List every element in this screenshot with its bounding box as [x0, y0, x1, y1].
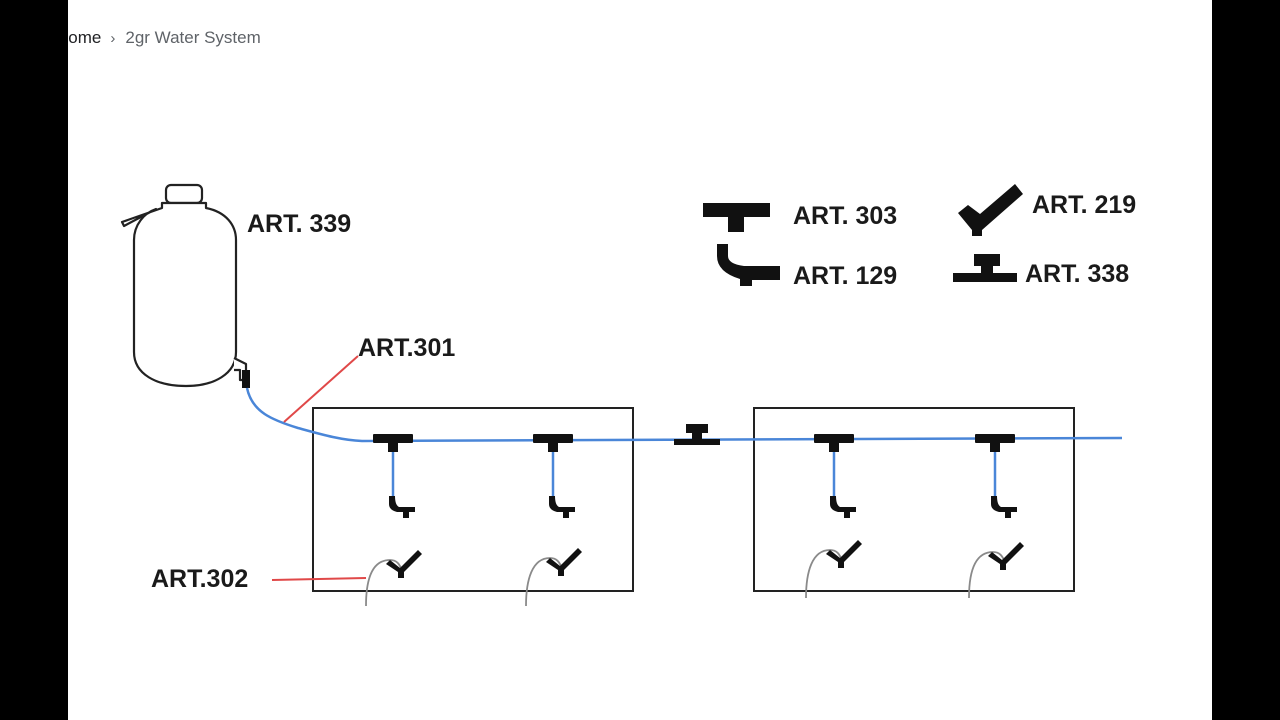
branch-lines — [391, 448, 997, 498]
legend-elbow-icon — [717, 244, 780, 286]
leader-lines — [271, 355, 367, 581]
crate-left — [312, 407, 634, 592]
inline-valve — [674, 424, 720, 445]
legend-nozzle-icon — [958, 184, 1023, 236]
breadcrumb-separator-icon: › — [110, 29, 116, 47]
legend-label-nozzle: ART. 219 — [1032, 191, 1136, 219]
content-frame: Home › 2gr Water System — [68, 0, 1212, 720]
legend-label-valve: ART. 338 — [1025, 260, 1129, 288]
drip-tubes — [365, 549, 1006, 607]
main-water-line — [245, 387, 1123, 443]
nozzle-fittings — [386, 540, 1024, 578]
legend-label-elbow: ART. 129 — [793, 262, 897, 290]
bottle-spigot — [242, 370, 250, 388]
breadcrumb-current: 2gr Water System — [125, 28, 261, 47]
legend-tee-icon — [703, 203, 770, 232]
legend-label-tee: ART. 303 — [793, 202, 897, 230]
crate-right — [753, 407, 1075, 592]
label-bottle: ART. 339 — [247, 210, 351, 238]
water-system-diagram: ART. 339 ART.301 ART.302 ART. 303 ART. 1… — [120, 183, 1136, 607]
label-tubing: ART.301 — [358, 334, 455, 362]
water-bottle — [120, 183, 248, 388]
legend-valve-icon — [953, 254, 1017, 282]
label-drip-tube: ART.302 — [151, 565, 248, 593]
elbow-fittings — [389, 496, 1017, 518]
breadcrumb-home-link[interactable]: Home — [68, 28, 102, 47]
breadcrumb: Home › 2gr Water System — [68, 27, 261, 49]
